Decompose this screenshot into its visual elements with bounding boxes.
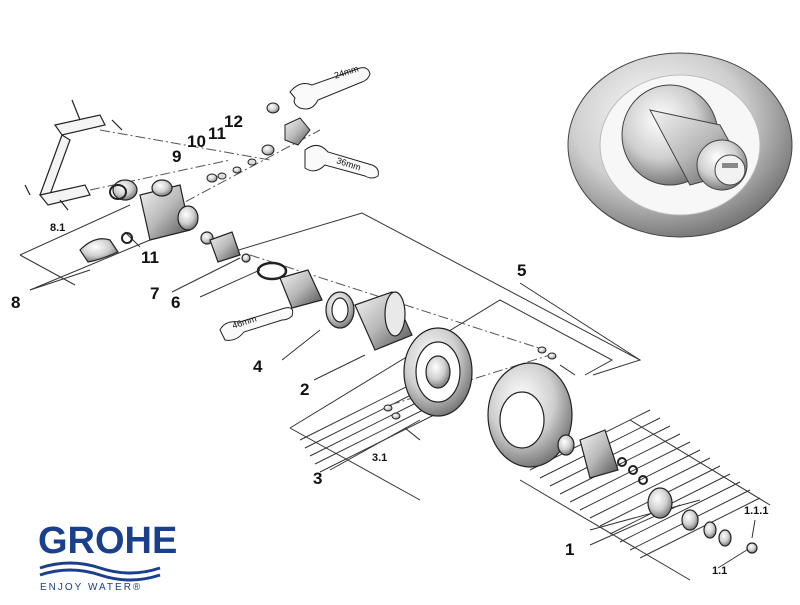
label-part-12: 12 [224, 112, 243, 131]
assembled-valve-image [567, 52, 793, 238]
label-part-5: 5 [517, 261, 527, 280]
label-part-11-lower: 11 [141, 248, 159, 267]
grohe-wave [39, 561, 161, 582]
wall-bracket [24, 99, 123, 211]
label-part-4: 4 [253, 357, 263, 376]
label-part-11-upper: 11 [208, 124, 226, 143]
label-part-3-1: 3.1 [372, 452, 388, 464]
label-part-2: 2 [300, 380, 310, 399]
axis-lines [89, 129, 551, 406]
label-part-6: 6 [171, 293, 181, 312]
label-part-8-1: 8.1 [50, 222, 66, 234]
wrench-24mm [289, 67, 371, 110]
wrench-46mm [219, 307, 294, 341]
cartridge [209, 231, 323, 309]
small-parts [206, 102, 311, 183]
label-part-1-1: 1.1 [712, 565, 728, 577]
label-part-1-1-1: 1.1.1 [744, 505, 769, 517]
label-part-8: 8 [11, 293, 21, 312]
handle [557, 429, 758, 554]
label-part-9: 9 [172, 147, 182, 166]
wrench-36mm [304, 145, 379, 179]
label-part-1: 1 [565, 540, 575, 559]
backplate [403, 327, 473, 417]
grohe-logo: GROHE [38, 520, 178, 562]
grohe-tagline: ENJOY WATER® [40, 582, 143, 593]
screws [383, 346, 576, 441]
rose-cover [487, 362, 573, 468]
label-part-3: 3 [313, 469, 323, 488]
sleeve-parts [325, 291, 413, 351]
label-part-7: 7 [150, 284, 160, 303]
label-part-10: 10 [187, 132, 206, 151]
valve-body [79, 179, 214, 263]
